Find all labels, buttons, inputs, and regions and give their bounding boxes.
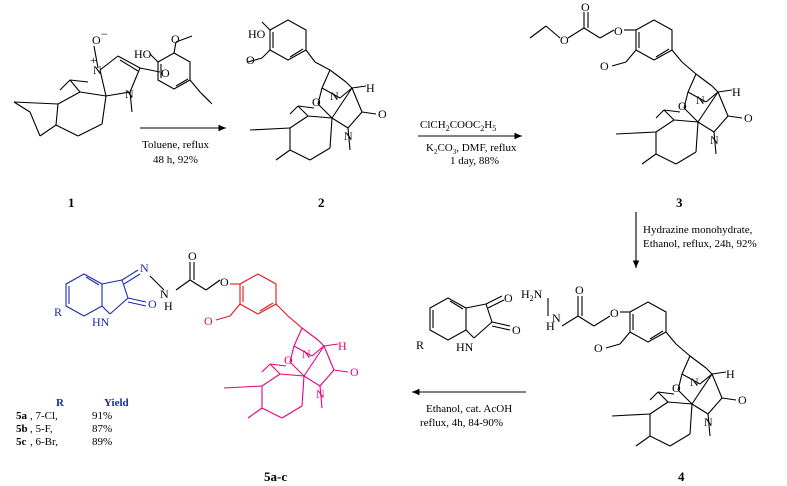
- step4-line1: Ethanol, cat. AcOH: [426, 403, 512, 415]
- isatin-reagent: [429, 295, 511, 341]
- compound-1: [13, 45, 161, 137]
- atom-n: N: [125, 87, 134, 101]
- step1-line1: Toluene, reflux: [142, 139, 210, 151]
- step1-line2: 48 h, 92%: [153, 154, 198, 166]
- atom-h2n-4: H2N: [521, 287, 543, 303]
- atom-o-ring-3: O: [678, 99, 687, 113]
- step2-line2: K2CO3, DMF, reflux: [426, 142, 517, 156]
- atom-o-2: O: [246, 53, 255, 67]
- atom-o-ring-4: O: [672, 381, 681, 395]
- table-row-5a-r: , 7-Cl,: [30, 410, 58, 422]
- table-header-yield: Yield: [104, 397, 129, 409]
- compound-label-4: 4: [678, 469, 685, 484]
- atom-o-isatin-2: O: [512, 323, 521, 337]
- atom-o-5-lactam: O: [148, 297, 157, 311]
- atom-r-isatin: R: [416, 338, 424, 352]
- atom-o-carbonyl-4: O: [575, 283, 584, 297]
- atom-o-carbonyl-ester-3: O: [581, 0, 590, 14]
- atom-n-imine-5: N: [140, 261, 149, 275]
- atom-n-amide-3: N: [710, 133, 719, 147]
- atom-o-carbonyl-ring-5: O: [350, 365, 359, 379]
- atom-n-amide-4: N: [704, 415, 713, 429]
- atom-o-carbonyl-5: O: [188, 249, 197, 263]
- compound-label-2: 2: [318, 195, 325, 210]
- atom-o-methoxy-3: O: [600, 59, 609, 73]
- table-row-5a-id: 5a: [16, 410, 28, 422]
- atom-o-ether-4: O: [610, 306, 619, 320]
- atom-h-3: H: [732, 85, 741, 99]
- atom-hn-isatin: HN: [456, 340, 474, 354]
- compound-5-indolinone: [65, 269, 147, 317]
- compound-5-aryl: [215, 273, 303, 329]
- atom-h-4: H: [726, 367, 735, 381]
- atom-n-amide-5: N: [316, 387, 325, 401]
- table-header-r: R: [56, 397, 65, 409]
- atom-ho-eugenol: HO: [134, 47, 152, 61]
- atom-o-methoxy-5: O: [204, 314, 213, 328]
- table-row-5a-yield: 91%: [92, 410, 112, 422]
- atom-n-ring-4: N: [690, 375, 699, 389]
- yield-table: R Yield 5a , 7-Cl, 91% 5b , 5-F, 87% 5c …: [16, 397, 129, 448]
- atom-o: O: [161, 66, 170, 80]
- table-row-5c-id: 5c: [16, 436, 27, 448]
- table-row-5b-id: 5b: [16, 423, 28, 435]
- atom-o-ether-5: O: [220, 275, 229, 289]
- compound-4: [547, 296, 737, 447]
- atom-o-carbonyl-2: O: [378, 107, 387, 121]
- atom-n-ring-3: N: [696, 93, 705, 107]
- atom-o-minus: O: [92, 33, 101, 47]
- atom-minus: −: [101, 27, 108, 41]
- atom-nh-hydrazide-4: H: [546, 319, 555, 333]
- step3-line2: Ethanol, reflux, 24h, 92%: [643, 238, 757, 250]
- atom-o-isatin-3: O: [504, 291, 513, 305]
- atom-n-hydrazone-5: N: [160, 287, 169, 301]
- table-row-5c-r: , 6-Br,: [30, 436, 58, 448]
- eugenol-reagent: [149, 35, 213, 105]
- table-row-5b-r: , 5-F,: [30, 423, 53, 435]
- compound-label-1: 1: [68, 195, 75, 210]
- table-row-5b-yield: 87%: [92, 423, 112, 435]
- step4-line2: reflux, 4h, 84-90%: [420, 417, 503, 429]
- atom-ho-2: HO: [248, 27, 266, 41]
- atom-h-2: H: [366, 81, 375, 95]
- atom-n-ring-5: N: [302, 347, 311, 361]
- atom-o-ring-2: O: [312, 95, 321, 109]
- step3-line1: Hydrazine monohydrate,: [643, 224, 753, 236]
- atom-o-ring-5: O: [284, 353, 293, 367]
- compound-5-bicycle: [223, 327, 349, 419]
- atom-n-hydrazide-4: N: [552, 311, 561, 325]
- atom-hn-5: HN: [92, 315, 110, 329]
- compound-2: [247, 19, 377, 161]
- table-row-5c-yield: 89%: [92, 436, 112, 448]
- atom-o-eugenol: O: [171, 32, 180, 46]
- atom-r-5: R: [54, 305, 62, 319]
- atom-o-carbonyl-3: O: [744, 111, 753, 125]
- compound-label-3: 3: [676, 195, 683, 210]
- atom-o-methoxy-4: O: [594, 341, 603, 355]
- step2-line1: ClCH2COOC2H5: [420, 119, 496, 133]
- atom-h-5: H: [338, 339, 347, 353]
- atom-h-hydrazone-5: H: [164, 299, 173, 313]
- compound-label-5: 5a-c: [264, 469, 287, 484]
- compound-5-linker: [149, 262, 221, 291]
- step2-line3: 1 day, 88%: [450, 155, 499, 167]
- atom-o-ester-3: O: [560, 33, 569, 47]
- atom-o-carbonyl-ring-4: O: [738, 393, 747, 407]
- atom-n-plus: N: [93, 63, 102, 77]
- atom-n-ring-2: N: [330, 89, 339, 103]
- atom-n-amide-2: N: [344, 129, 353, 143]
- atom-o-ether-3: O: [614, 24, 623, 38]
- compound-3: [529, 12, 743, 165]
- atom-plus: +: [90, 53, 97, 67]
